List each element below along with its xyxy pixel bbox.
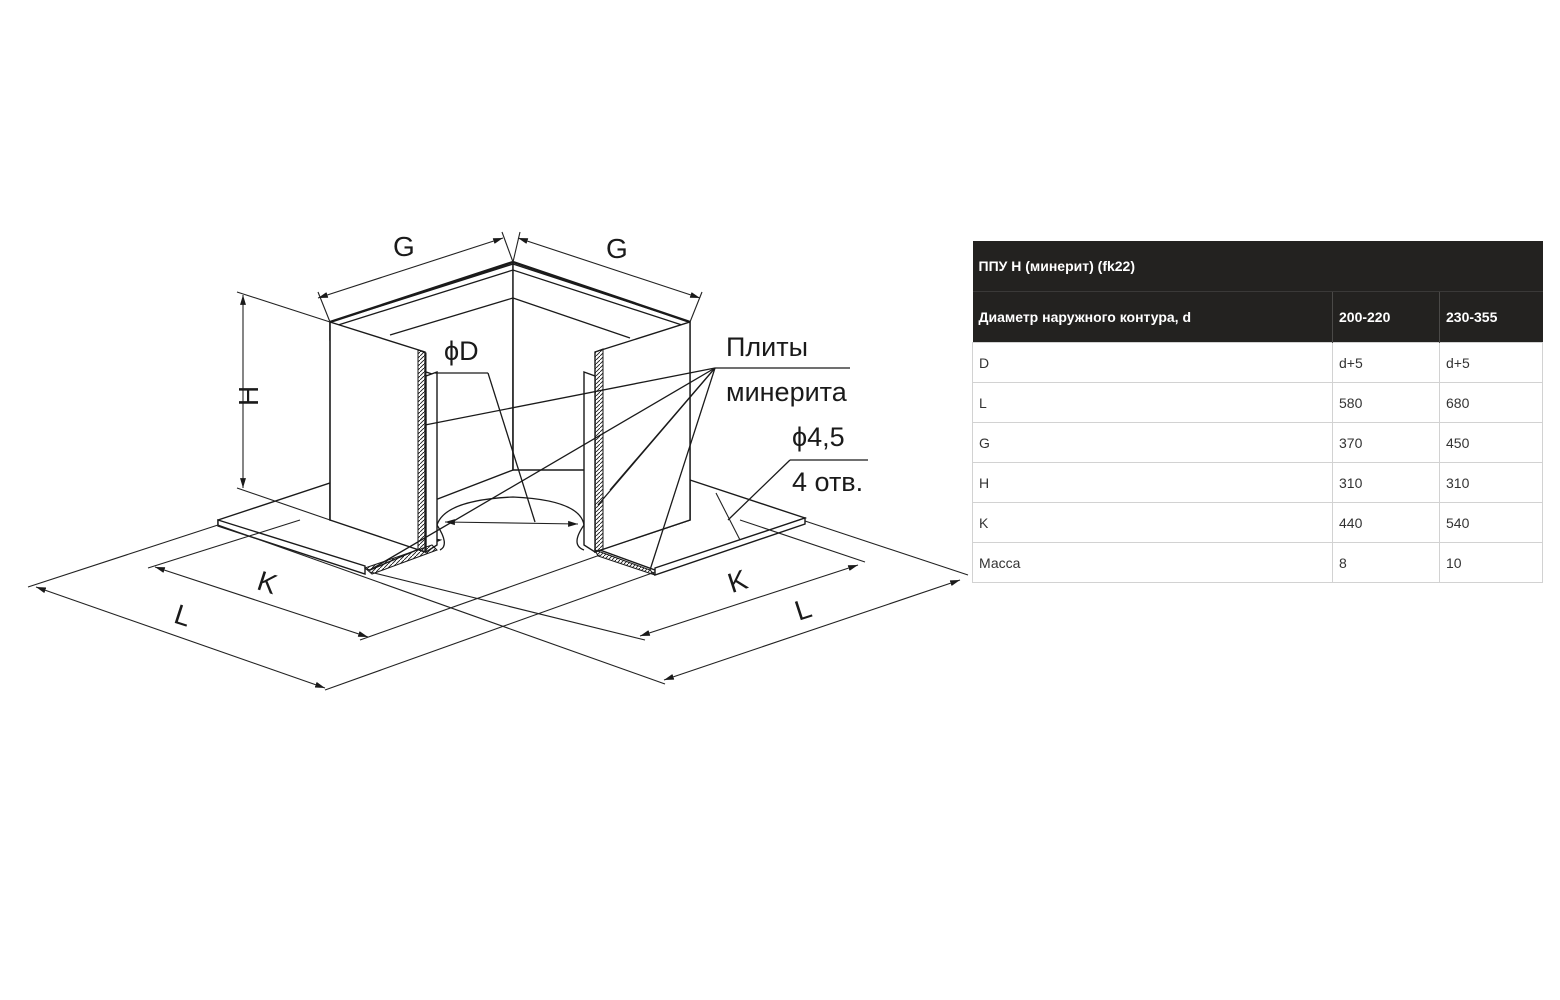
table-title-row: ППУ Н (минерит) (fk22) bbox=[972, 241, 1543, 292]
row-value-2: 540 bbox=[1439, 502, 1543, 543]
label-hole-count: 4 отв. bbox=[792, 467, 863, 497]
row-param: Масса bbox=[972, 542, 1333, 583]
plates-leaders bbox=[369, 367, 850, 571]
row-value-2: 310 bbox=[1439, 462, 1543, 503]
row-value-2: 10 bbox=[1439, 542, 1543, 583]
spec-table: ППУ Н (минерит) (fk22) Диаметр наружного… bbox=[972, 241, 1543, 583]
row-value-1: 8 bbox=[1332, 542, 1440, 583]
label-plates-line1: Плиты bbox=[726, 332, 808, 362]
label-g-left: G bbox=[393, 231, 415, 262]
row-value-2: 450 bbox=[1439, 422, 1543, 463]
row-param: L bbox=[972, 382, 1333, 423]
dim-left bbox=[27, 519, 656, 691]
dim-right bbox=[217, 519, 969, 685]
wall-left bbox=[329, 321, 438, 575]
table-header-row: Диаметр наружного контура, d 200-220 230… bbox=[972, 291, 1543, 343]
hole-leader bbox=[715, 459, 868, 541]
row-value-2: 680 bbox=[1439, 382, 1543, 423]
row-param: G bbox=[972, 422, 1333, 463]
label-hole-diameter: ϕ4,5 bbox=[792, 422, 845, 452]
row-param: H bbox=[972, 462, 1333, 503]
table-row: K 440 540 bbox=[972, 502, 1543, 543]
row-value-1: 310 bbox=[1332, 462, 1440, 503]
dim-g bbox=[317, 231, 703, 323]
table-row: D d+5 d+5 bbox=[972, 342, 1543, 383]
table-row: Масса 8 10 bbox=[972, 542, 1543, 583]
d-leader bbox=[435, 372, 536, 523]
label-d: ϕD bbox=[444, 336, 479, 366]
label-l-right: L bbox=[791, 592, 815, 626]
header-range-1: 200-220 bbox=[1332, 291, 1440, 343]
label-g-right: G bbox=[606, 233, 628, 264]
technical-drawing: G G H ϕD Плиты минерита ϕ4,5 4 отв. K L … bbox=[27, 231, 969, 691]
label-k-left: K bbox=[254, 565, 282, 600]
label-l-left: L bbox=[171, 598, 195, 632]
row-value-1: 440 bbox=[1332, 502, 1440, 543]
row-param: K bbox=[972, 502, 1333, 543]
row-param: D bbox=[972, 342, 1333, 383]
table-title: ППУ Н (минерит) (fk22) bbox=[972, 241, 1543, 292]
row-value-1: d+5 bbox=[1332, 342, 1440, 383]
label-k-right: K bbox=[724, 564, 752, 599]
label-plates-line2: минерита bbox=[726, 377, 848, 407]
flue-opening bbox=[436, 496, 585, 551]
table-row: G 370 450 bbox=[972, 422, 1543, 463]
row-value-1: 580 bbox=[1332, 382, 1440, 423]
table-row: L 580 680 bbox=[972, 382, 1543, 423]
header-range-2: 230-355 bbox=[1439, 291, 1543, 343]
dim-h bbox=[236, 291, 331, 521]
table-row: H 310 310 bbox=[972, 462, 1543, 503]
row-value-1: 370 bbox=[1332, 422, 1440, 463]
header-diameter: Диаметр наружного контура, d bbox=[972, 291, 1333, 343]
row-value-2: d+5 bbox=[1439, 342, 1543, 383]
label-h: H bbox=[233, 386, 264, 406]
